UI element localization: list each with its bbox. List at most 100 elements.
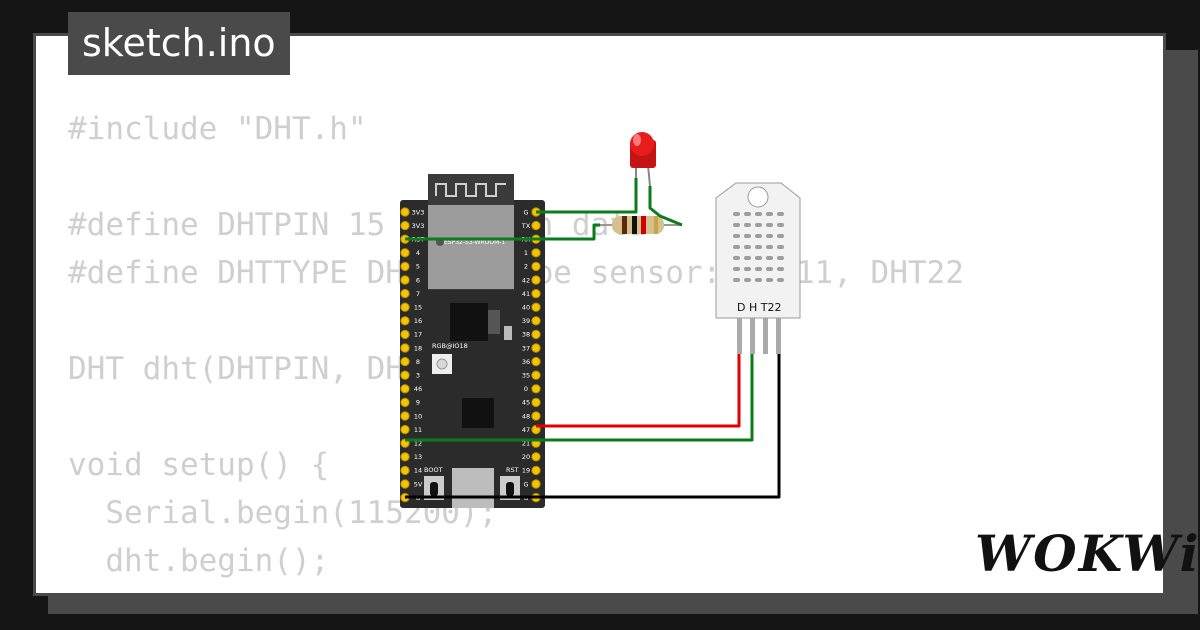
sensor-vent xyxy=(744,212,751,216)
sensor-vent xyxy=(755,234,762,238)
pin-label: 18 xyxy=(414,344,422,352)
sensor-vent xyxy=(755,223,762,227)
pin[interactable] xyxy=(400,356,410,367)
sensor-vent xyxy=(744,223,751,227)
pin-label: 19 xyxy=(522,467,530,475)
sensor-vent xyxy=(777,245,784,249)
pin[interactable] xyxy=(400,275,410,285)
boot-label: BOOT xyxy=(424,466,443,474)
pin-label: 17 xyxy=(414,331,422,339)
dht22-sensor[interactable]: D H T22 xyxy=(715,182,801,354)
sensor-vent xyxy=(777,267,784,271)
pin-label: 14 xyxy=(414,467,422,475)
pin[interactable] xyxy=(400,370,410,380)
pin[interactable] xyxy=(400,220,410,231)
pin-label: 9 xyxy=(416,399,420,407)
resistor[interactable] xyxy=(598,216,682,234)
sensor-vent xyxy=(744,234,751,238)
red-led[interactable] xyxy=(630,132,656,187)
sensor-vent xyxy=(744,278,751,282)
pin[interactable] xyxy=(531,465,541,476)
pin[interactable] xyxy=(400,343,410,353)
pin[interactable] xyxy=(400,452,410,462)
pin[interactable] xyxy=(531,356,541,367)
pin[interactable] xyxy=(531,302,541,312)
pin-label: G xyxy=(523,480,528,488)
usb-port xyxy=(452,468,494,508)
pin[interactable] xyxy=(400,397,410,408)
pin[interactable] xyxy=(531,384,541,394)
sensor-vent xyxy=(766,245,773,249)
pin-label: 15 xyxy=(414,304,422,312)
pin-label: 4 xyxy=(416,249,420,257)
pin-label: 8 xyxy=(416,358,420,366)
pin[interactable] xyxy=(400,329,410,340)
pin[interactable] xyxy=(400,248,410,258)
wire-dht-gnd xyxy=(405,354,781,499)
pin[interactable] xyxy=(400,479,410,489)
pin-label: 45 xyxy=(522,399,530,407)
wire-led-anode xyxy=(536,178,638,214)
pin-label: 48 xyxy=(522,412,530,420)
pin[interactable] xyxy=(531,343,541,353)
pin-label: 21 xyxy=(522,440,530,448)
esp32-board[interactable]: ESP32-S3-WROOM-1 RGB@IO18 BOOT RST 3V33V… xyxy=(400,174,545,508)
pin-label: 35 xyxy=(522,372,530,380)
pin-label: 3 xyxy=(416,372,420,380)
pin[interactable] xyxy=(531,411,541,421)
pin[interactable] xyxy=(531,316,541,326)
pin[interactable] xyxy=(531,397,541,408)
sensor-vent xyxy=(733,223,740,227)
pin[interactable] xyxy=(400,316,410,326)
sensor-vent xyxy=(755,278,762,282)
sensor-vent xyxy=(755,212,762,216)
pin-label: 5 xyxy=(416,263,420,271)
pin[interactable] xyxy=(531,370,541,380)
code-line: #include "DHT.h" xyxy=(68,111,367,147)
pin-label: 47 xyxy=(522,426,530,434)
antenna-icon xyxy=(435,183,506,197)
sensor-vent xyxy=(733,278,740,282)
sensor-vent xyxy=(777,212,784,216)
pin-label: 1 xyxy=(524,249,528,257)
sensor-vent xyxy=(777,256,784,260)
pin[interactable] xyxy=(531,261,541,272)
sensor-vent xyxy=(755,256,762,260)
sensor-vent xyxy=(766,234,773,238)
sensor-vent xyxy=(777,278,784,282)
pin-label: 38 xyxy=(522,331,530,339)
sensor-vent xyxy=(744,245,751,249)
pin-label: 10 xyxy=(414,412,422,420)
pin[interactable] xyxy=(531,275,541,285)
rgb-led-label: RGB@IO18 xyxy=(432,342,468,350)
pin[interactable] xyxy=(400,465,410,476)
pin[interactable] xyxy=(400,411,410,421)
pin-label: 16 xyxy=(414,317,422,325)
pin-label: 5V xyxy=(414,480,423,488)
sensor-vent xyxy=(733,245,740,249)
pin-label: 0 xyxy=(524,385,528,393)
pin[interactable] xyxy=(400,424,410,435)
sensor-vent xyxy=(733,234,740,238)
pin[interactable] xyxy=(531,479,541,489)
pin[interactable] xyxy=(531,220,541,231)
pin[interactable] xyxy=(531,452,541,462)
pin[interactable] xyxy=(531,329,541,340)
pin[interactable] xyxy=(400,261,410,272)
pin[interactable] xyxy=(531,248,541,258)
sensor-label: D H T22 xyxy=(737,301,781,314)
voltage-regulator xyxy=(450,303,488,341)
usb-chip xyxy=(462,398,494,428)
pin-label: 3V3 xyxy=(412,208,425,216)
pin-label: 39 xyxy=(522,317,530,325)
wire-dht-vcc xyxy=(536,354,741,428)
pin[interactable] xyxy=(400,207,410,217)
pin-label: 37 xyxy=(522,344,530,352)
pin-label: 40 xyxy=(522,304,530,312)
pin[interactable] xyxy=(400,288,410,299)
sketch-title-tab[interactable]: sketch.ino xyxy=(68,12,290,75)
pin[interactable] xyxy=(400,384,410,394)
pin[interactable] xyxy=(400,302,410,312)
pin[interactable] xyxy=(531,288,541,299)
wire-led-cathode xyxy=(648,186,683,227)
